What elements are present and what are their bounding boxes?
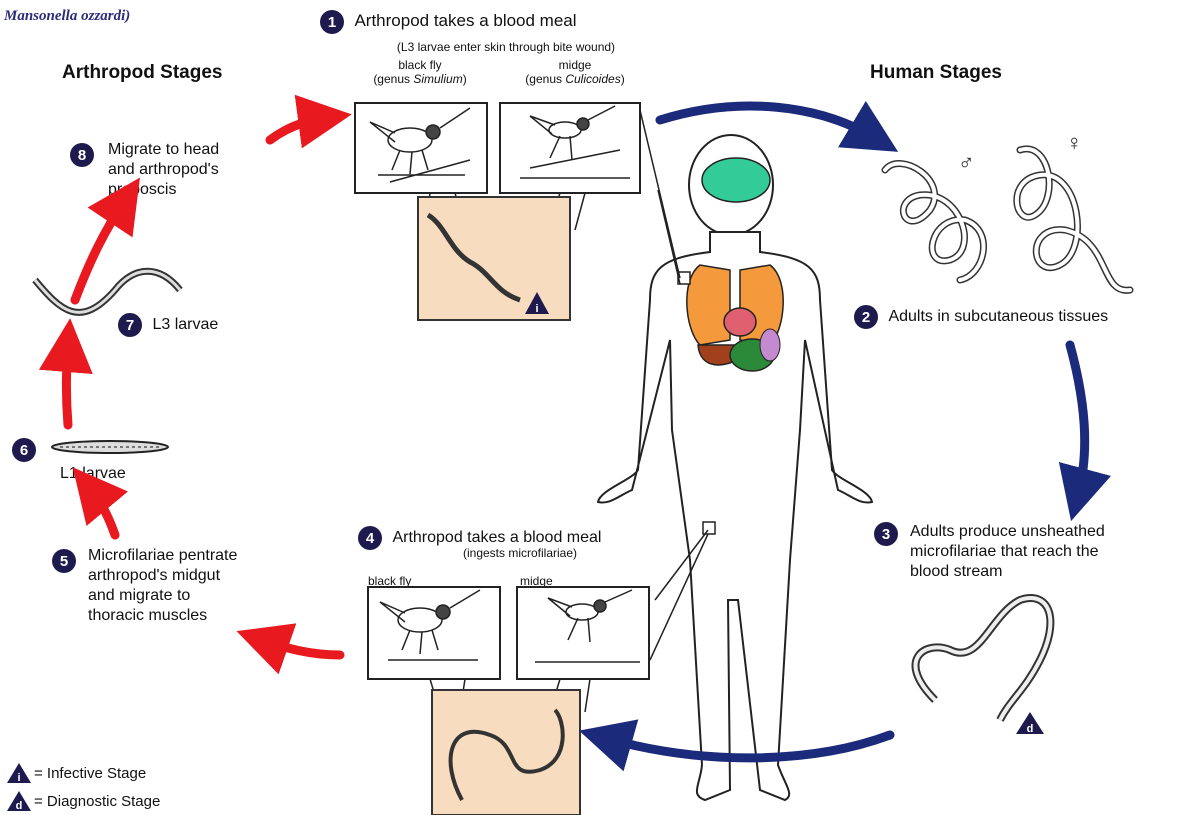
brain-icon <box>702 158 770 202</box>
arrow-1-to-2 <box>660 106 875 138</box>
arrow-3-to-4 <box>605 735 890 758</box>
leg-bite-marker <box>703 522 715 534</box>
heart-icon <box>724 308 756 336</box>
infective-larva-box <box>418 197 570 320</box>
female-symbol: ♀ <box>1066 130 1083 155</box>
arrow-8-to-1 <box>270 118 325 140</box>
arrow-6-to-7 <box>67 345 69 425</box>
human-figure-icon <box>598 135 872 800</box>
top-midge-frame <box>500 103 640 193</box>
diagnostic-badge-letter: d <box>1027 723 1034 735</box>
bottom-blackfly-frame <box>368 587 500 679</box>
bottom-midge-frame <box>517 587 649 679</box>
left-lung-icon <box>687 265 730 345</box>
microfilaria-icon <box>916 598 1051 720</box>
arrow-2-to-3 <box>1070 345 1085 495</box>
l3-larva-icon <box>35 271 180 312</box>
spleen-icon <box>760 329 780 361</box>
arrow-4-to-5 <box>262 640 340 655</box>
male-symbol: ♂ <box>958 150 975 175</box>
top-blackfly-frame <box>355 103 487 193</box>
arrow-5-to-6 <box>90 488 115 535</box>
infective-badge-letter: i <box>535 303 538 315</box>
l1-larva-icon <box>52 441 168 453</box>
